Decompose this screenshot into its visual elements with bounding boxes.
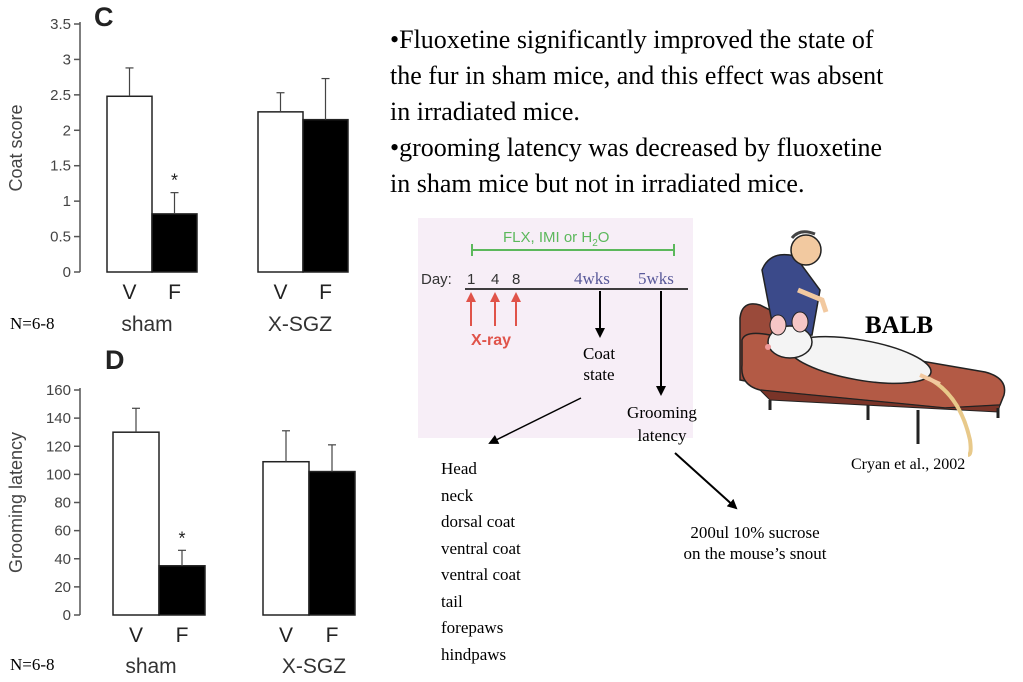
y-tick-label: 100 xyxy=(46,466,71,483)
bullet-line: the fur in sham mice, and this effect wa… xyxy=(390,61,884,90)
bar xyxy=(106,95,153,273)
y-tick-label: 1.5 xyxy=(50,158,71,175)
y-axis-label: Coat score xyxy=(6,104,26,191)
bar xyxy=(262,460,310,616)
list-item: ventral coat xyxy=(441,538,521,558)
sample-size-c: N=6-8 xyxy=(10,314,55,333)
y-tick-label: 80 xyxy=(54,495,71,512)
bullet-line: •grooming latency was decreased by fluox… xyxy=(390,133,883,162)
y-tick-label: 3 xyxy=(63,51,71,68)
list-item: dorsal coat xyxy=(441,512,516,531)
panel-letter: C xyxy=(94,2,114,32)
day-1: 1 xyxy=(467,271,475,288)
panel-letter: D xyxy=(105,345,125,375)
bar xyxy=(257,111,304,273)
coat-list-arrow xyxy=(488,397,582,444)
y-tick-label: 160 xyxy=(46,382,71,399)
y-tick-label: 0 xyxy=(63,264,71,281)
sucrose-text: 200ul 10% sucrose on the mouse’s snout xyxy=(683,523,827,563)
treatment-label: FLX, IMI or H2O xyxy=(503,229,609,249)
group-label: sham xyxy=(121,313,172,336)
y-tick-label: 120 xyxy=(46,438,71,455)
list-item: ventral coat xyxy=(441,565,521,584)
sucrose-arrow xyxy=(674,452,738,510)
bullet-line: •Fluoxetine significantly improved the s… xyxy=(390,25,874,54)
y-axis-label: Grooming latency xyxy=(6,432,26,573)
day-label: Day: xyxy=(421,271,452,288)
citation: Cryan et al., 2002 xyxy=(851,456,966,473)
y-tick-label: 2.5 xyxy=(50,87,71,104)
sample-size-d: N=6-8 xyxy=(10,655,55,674)
group-label: X-SGZ xyxy=(282,655,346,678)
category-label: V xyxy=(279,624,293,647)
y-tick-label: 0 xyxy=(63,607,71,624)
week-5: 5wks xyxy=(638,269,674,288)
y-tick-label: 1 xyxy=(63,193,71,210)
timeline-background xyxy=(418,218,693,438)
category-label: V xyxy=(129,624,143,647)
findings-text: •Fluoxetine significantly improved the s… xyxy=(390,22,990,202)
list-item: forepaws xyxy=(441,618,504,637)
category-label: F xyxy=(326,624,339,647)
day-4: 4 xyxy=(491,271,499,288)
day-8: 8 xyxy=(512,271,520,288)
week-4: 4wks xyxy=(574,269,610,288)
significance-star: * xyxy=(171,171,178,191)
xray-label: X-ray xyxy=(471,332,511,349)
category-label: F xyxy=(176,624,189,647)
bullet-line: in irradiated mice. xyxy=(390,97,580,126)
y-tick-label: 2 xyxy=(63,122,71,139)
y-tick-label: 3.5 xyxy=(50,16,71,33)
category-label: F xyxy=(168,281,181,304)
significance-star: * xyxy=(178,528,185,548)
list-item: Head xyxy=(441,459,477,478)
category-label: V xyxy=(273,281,287,304)
bar xyxy=(158,565,206,616)
mouse-tail-icon xyxy=(927,376,973,457)
y-tick-label: 0.5 xyxy=(50,229,71,246)
y-tick-label: 20 xyxy=(54,579,71,596)
group-label: X-SGZ xyxy=(268,313,332,336)
category-label: V xyxy=(122,281,136,304)
list-item: neck xyxy=(441,485,474,505)
group-label: sham xyxy=(125,655,176,678)
bullet-line: in sham mice but not in irradiated mice. xyxy=(390,169,805,198)
bar xyxy=(308,470,356,616)
list-item: hindpaws xyxy=(441,644,507,664)
category-label: F xyxy=(319,281,332,304)
coat-area-list: Head neck dorsal coat ventral coat ventr… xyxy=(441,456,521,668)
list-item: tail xyxy=(441,591,463,611)
y-tick-label: 60 xyxy=(54,523,71,540)
y-tick-label: 140 xyxy=(46,410,71,427)
strain-label: BALB xyxy=(865,312,934,339)
y-tick-label: 40 xyxy=(54,551,71,568)
